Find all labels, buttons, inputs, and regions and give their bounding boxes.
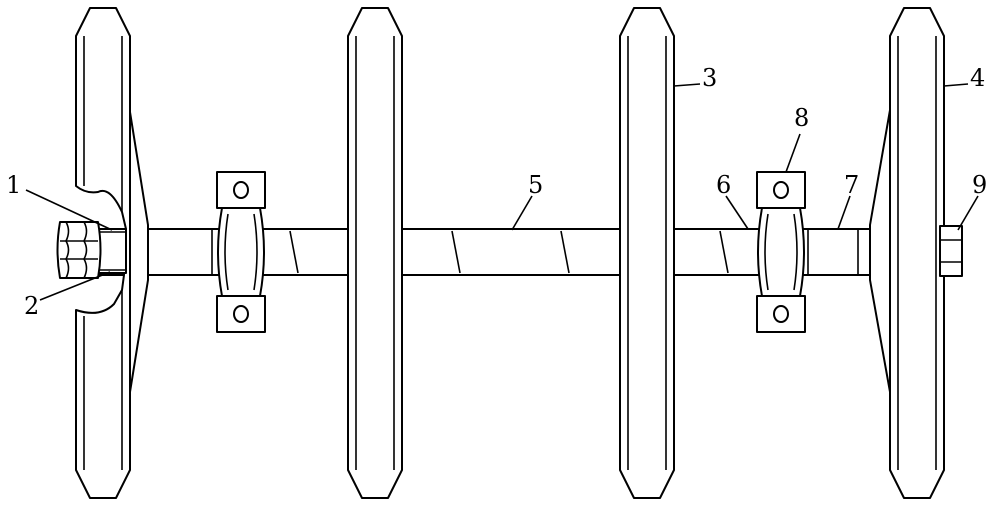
wheel-right-part-4 (869, 7, 945, 499)
bearing-left (216, 171, 266, 333)
leader-line-8 (785, 133, 801, 173)
callout-9: 9 (972, 171, 987, 199)
callout-1: 1 (6, 171, 21, 199)
wheel-second (347, 7, 403, 499)
wheel-third-part-3 (619, 7, 675, 499)
hex-nut-left (56, 221, 102, 279)
callout-8: 8 (794, 104, 809, 132)
leader-line-4 (943, 83, 969, 87)
leader-line-5 (511, 195, 533, 231)
callout-5: 5 (528, 171, 543, 199)
shaft-segment-middle (401, 228, 621, 276)
leader-line-1 (25, 189, 113, 231)
wheel-left (75, 7, 149, 499)
callout-6: 6 (716, 171, 731, 199)
callout-2: 2 (24, 292, 39, 320)
callout-7: 7 (844, 171, 859, 199)
leader-line-7 (837, 195, 851, 230)
leader-line-6 (725, 195, 749, 230)
callout-4: 4 (970, 64, 985, 92)
hex-nut-right-part-9 (939, 225, 963, 277)
sleeve-part-2 (97, 228, 127, 274)
leader-line-2 (39, 271, 111, 301)
leader-line-3 (673, 83, 701, 87)
callout-3: 3 (702, 64, 717, 92)
bearing-right-part-8 (756, 171, 806, 333)
leader-line-9 (957, 195, 979, 231)
